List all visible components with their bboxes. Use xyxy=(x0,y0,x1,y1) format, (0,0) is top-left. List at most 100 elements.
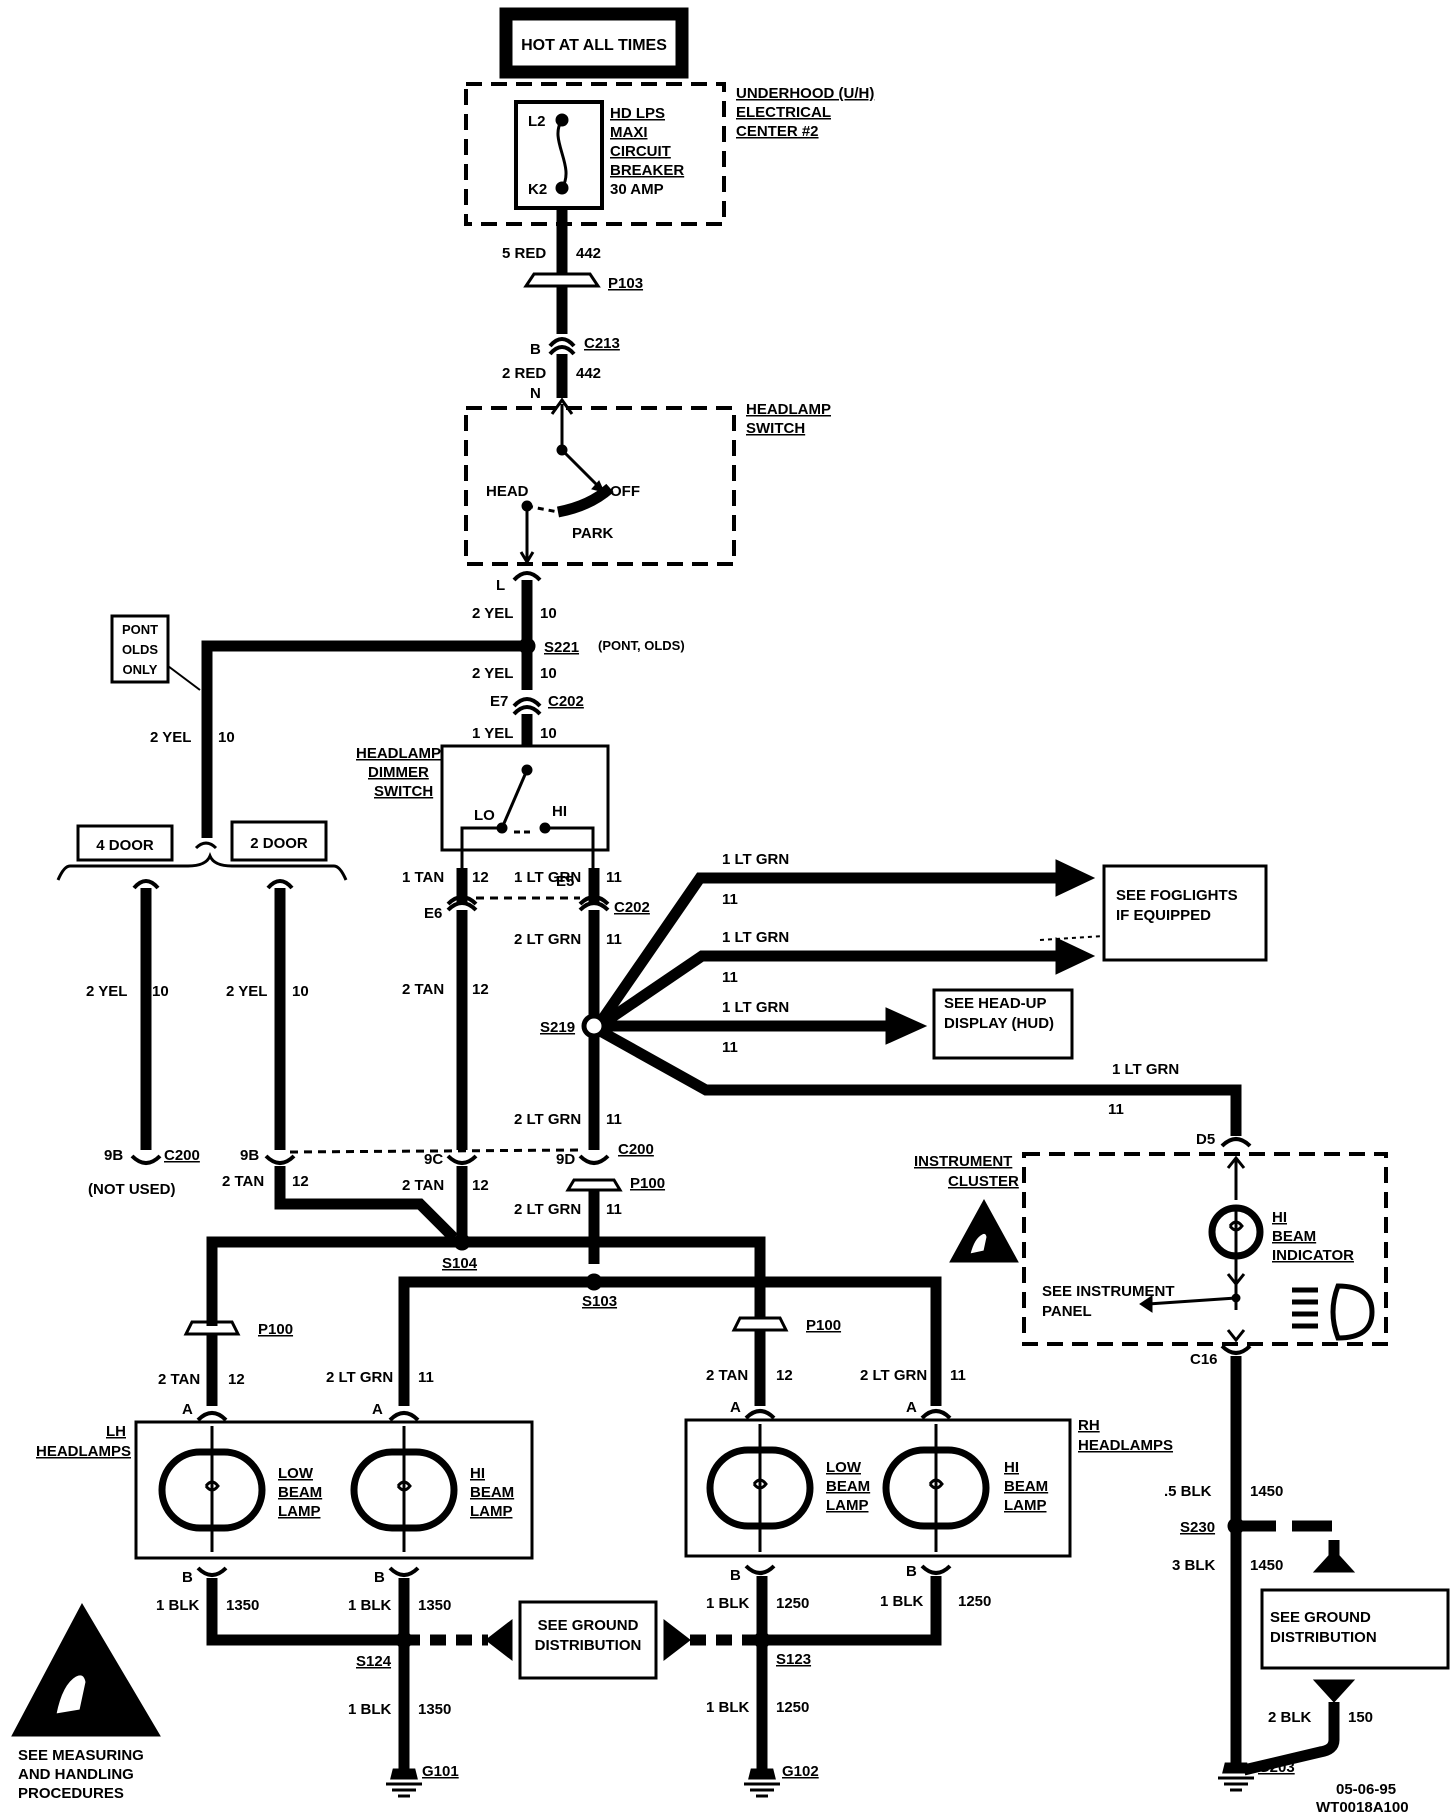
hot-at-all-times-label: HOT AT ALL TIMES xyxy=(521,37,667,54)
hi-beam-indicator-1: HI xyxy=(1272,1209,1287,1226)
branch3-gauge: 1 LT GRN xyxy=(722,999,789,1016)
c213-label: C213 xyxy=(584,335,620,352)
foglight-box xyxy=(1102,864,1268,962)
door4-wire-circuit: 10 xyxy=(152,983,169,1000)
see-ground-dist-right-2: DISTRIBUTION xyxy=(1270,1629,1377,1646)
4-door-connector-top xyxy=(132,879,160,890)
c213-connector xyxy=(548,337,576,356)
s123-label: S123 xyxy=(776,1651,811,1668)
lh-low-pin-b xyxy=(196,1566,228,1577)
rh-low-pin-b xyxy=(744,1564,776,1575)
branch-foglight-2 xyxy=(598,950,1060,1029)
pont-olds-box xyxy=(110,614,170,684)
2-door-label: 2 DOOR xyxy=(250,835,308,852)
tan2-circuit: 12 xyxy=(472,981,489,998)
rh-p100-label: P100 xyxy=(806,1317,841,1334)
blk3-circuit: 1450 xyxy=(1250,1557,1283,1574)
branch2-circuit: 11 xyxy=(722,969,738,986)
lh-blk3-circuit: 1350 xyxy=(418,1701,451,1718)
pont-olds-wire-circuit: 10 xyxy=(218,729,235,746)
rh-blk2-gauge: 1 BLK xyxy=(880,1593,924,1610)
rh-blk1-gauge: 1 BLK xyxy=(706,1595,750,1612)
underhood-title-2: ELECTRICAL xyxy=(736,104,831,121)
see-ground-dist-right-1: SEE GROUND xyxy=(1270,1609,1371,1626)
rh-p100-grommet xyxy=(731,1316,789,1332)
lh-hi-beam-3: LAMP xyxy=(470,1503,513,1520)
e7-label: E7 xyxy=(490,693,508,710)
ground-dist-arrow-up xyxy=(1312,1549,1356,1573)
tan1-circuit: 12 xyxy=(472,869,489,886)
blk5-gauge: .5 BLK xyxy=(1164,1483,1212,1500)
d5-connector xyxy=(1220,1137,1252,1148)
switch-output-arrow xyxy=(519,551,535,565)
c16-label: C16 xyxy=(1190,1351,1218,1368)
lh-title-1: LH xyxy=(106,1423,126,1440)
switch-park-contact xyxy=(556,483,614,518)
s219-label: S219 xyxy=(540,1019,575,1036)
c200-tan-b-gauge: 2 TAN xyxy=(402,1177,444,1194)
door2-wire-circuit: 10 xyxy=(292,983,309,1000)
see-instrument-panel-arrowhead xyxy=(1139,1295,1153,1313)
p100-center-label: P100 xyxy=(630,1175,665,1192)
see-instrument-panel-1: SEE INSTRUMENT xyxy=(1042,1283,1175,1300)
s104-label: S104 xyxy=(442,1255,478,1272)
pont-olds-line-2: OLDS xyxy=(122,642,158,657)
blk2-circuit: 150 xyxy=(1348,1709,1373,1726)
hi-beam-indicator-2: BEAM xyxy=(1272,1228,1316,1245)
tan2-gauge: 2 TAN xyxy=(402,981,444,998)
rh-headlamps-box xyxy=(684,1418,1072,1558)
rh-hi-pin-a-label: A xyxy=(906,1399,917,1416)
lh-low-beam-1: LOW xyxy=(278,1465,314,1482)
branch-hud-arrow xyxy=(885,1007,928,1045)
breaker-line-4: BREAKER xyxy=(610,162,684,179)
see-ground-dist-2: DISTRIBUTION xyxy=(535,1637,642,1654)
lh-hi-beam-1: HI xyxy=(470,1465,485,1482)
s221-wire-below-gauge: 2 YEL xyxy=(472,665,513,682)
foglight-note-2: IF EQUIPPED xyxy=(1116,907,1211,924)
2-door-connector-top xyxy=(266,879,294,890)
cluster-arrow-down2 xyxy=(1226,1329,1246,1343)
esd-warning-icon-large xyxy=(11,1602,161,1737)
rh-blk3-circuit: 1250 xyxy=(776,1699,809,1716)
wire-5-red-circuit: 442 xyxy=(576,245,601,262)
door-cross xyxy=(194,841,218,850)
instrument-cluster-title-2: CLUSTER xyxy=(948,1173,1019,1190)
ltg3-gauge: 2 LT GRN xyxy=(514,1111,581,1128)
see-instrument-panel-2: PANEL xyxy=(1042,1303,1092,1320)
rh-hi-pin-b-label: B xyxy=(906,1563,917,1580)
dimmer-wire-gauge: 1 YEL xyxy=(472,725,513,742)
dimmer-switch-box xyxy=(440,744,610,852)
hot-box-inner xyxy=(511,19,677,67)
2-door-box xyxy=(230,820,328,862)
s221-wire-below-circuit: 10 xyxy=(540,665,557,682)
branch4-gauge: 1 LT GRN xyxy=(1112,1061,1179,1078)
esd-note-2: AND HANDLING xyxy=(18,1766,134,1783)
esd-warning-icon-small xyxy=(949,1198,1019,1263)
dimmer-blade xyxy=(500,769,529,829)
foglight-leader xyxy=(1039,935,1105,941)
rh-blk3-gauge: 1 BLK xyxy=(706,1699,750,1716)
lh-low-pin-b-label: B xyxy=(182,1569,193,1586)
d5-pin: D5 xyxy=(1196,1131,1215,1148)
ltg2-circuit: 11 xyxy=(606,931,622,948)
s221-wire-above-gauge: 2 YEL xyxy=(472,605,513,622)
ground-dist-arrow-down xyxy=(1312,1679,1356,1703)
hi-beam-symbol-rays xyxy=(1292,1287,1318,1329)
underhood-box xyxy=(464,82,726,226)
g102-ground-symbol xyxy=(744,1768,780,1798)
s221-label: S221 xyxy=(544,639,579,656)
branch2-gauge: 1 LT GRN xyxy=(722,929,789,946)
branch-foglight-1 xyxy=(597,872,1060,1024)
rh-tan-gauge: 2 TAN xyxy=(706,1367,748,1384)
lt-grn-bus-s103 xyxy=(398,1276,942,1370)
lh-hi-pin-b-label: B xyxy=(374,1569,385,1586)
dimmer-lo-output xyxy=(460,826,502,868)
pont-olds-leader xyxy=(167,665,201,691)
pont-olds-wire-gauge: 2 YEL xyxy=(150,729,191,746)
cluster-d5-arrow xyxy=(1226,1155,1246,1169)
c200-tan-a-gauge: 2 TAN xyxy=(222,1173,264,1190)
rh-hi-pin-b xyxy=(920,1564,952,1575)
c200-9c-pin: 9C xyxy=(424,1151,443,1168)
rh-title-2: HEADLAMPS xyxy=(1078,1437,1173,1454)
breaker-pin-k2: K2 xyxy=(528,181,547,198)
